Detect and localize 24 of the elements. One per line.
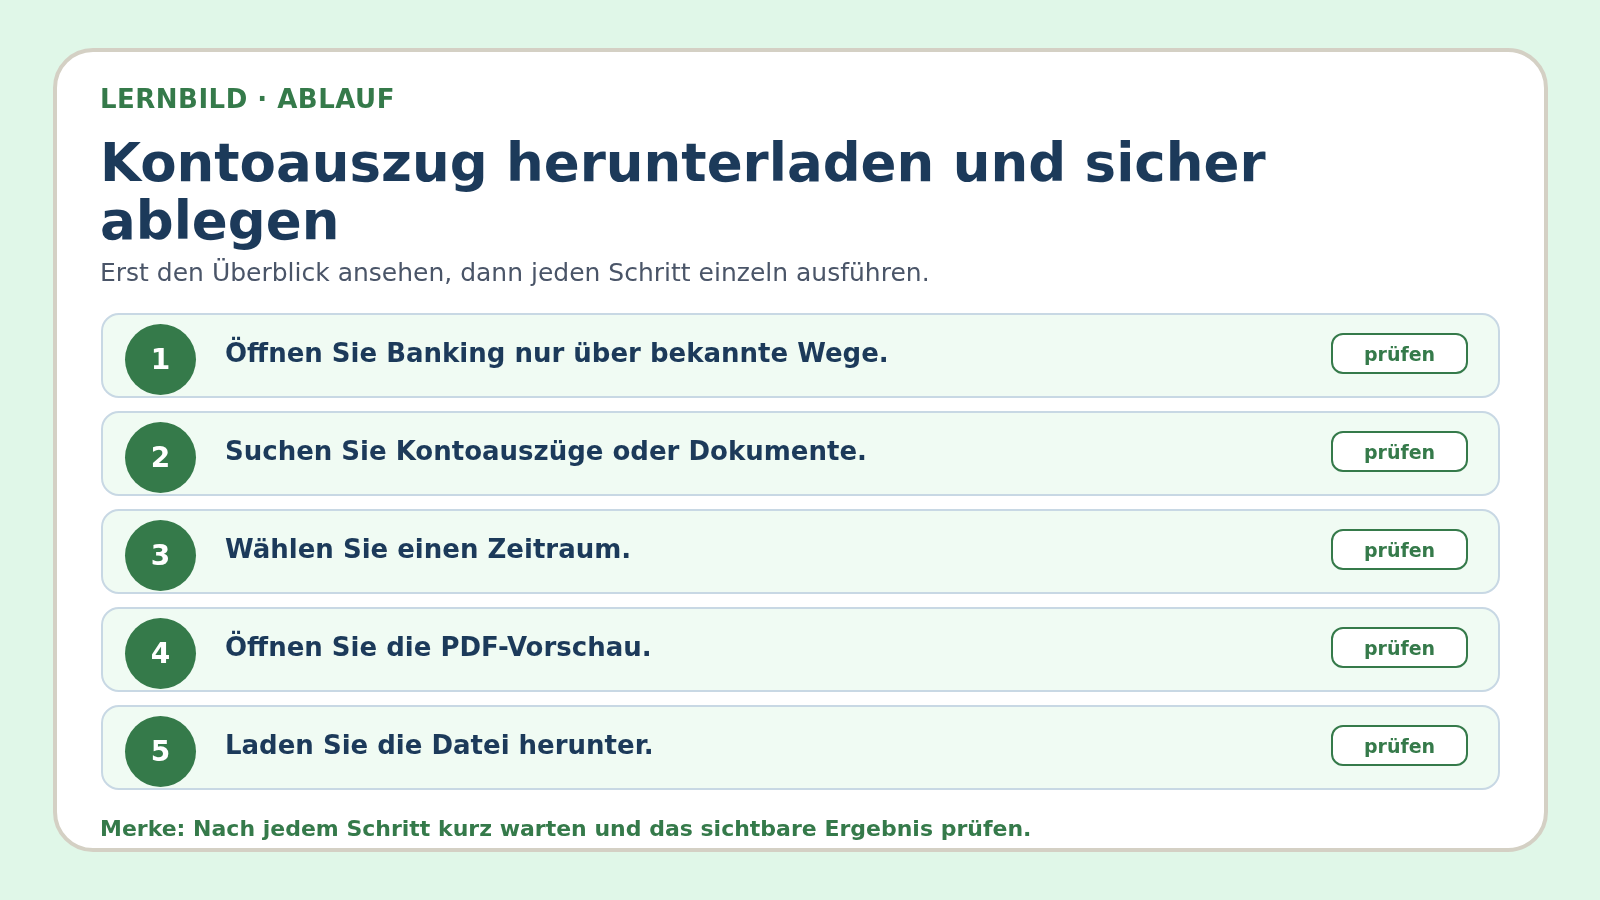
note-text: Merke: Nach jedem Schritt kurz warten und das sichtbare Ergebnis prüfen. [100, 815, 1032, 842]
step-text: Öffnen Sie die PDF-Vorschau. [225, 631, 652, 663]
check-button: prüfen [1331, 627, 1468, 668]
step-row [101, 607, 1500, 692]
step-number-circle: 4 [125, 618, 196, 689]
step-row [101, 313, 1500, 398]
check-button: prüfen [1331, 333, 1468, 374]
step-text: Wählen Sie einen Zeitraum. [225, 533, 632, 565]
check-button: prüfen [1331, 431, 1468, 472]
step-text: Laden Sie die Datei herunter. [225, 729, 654, 761]
kicker-label: LERNBILD · ABLAUF [100, 84, 395, 115]
subtitle: Erst den Überblick ansehen, dann jeden Schritt einzeln ausführen. [100, 258, 930, 288]
step-row [101, 705, 1500, 790]
step-number-circle: 5 [125, 716, 196, 787]
step-text: Öffnen Sie Banking nur über bekannte Wege. [225, 337, 889, 369]
check-button: prüfen [1331, 725, 1468, 766]
step-row [101, 411, 1500, 496]
step-row [101, 509, 1500, 594]
step-text: Suchen Sie Kontoauszüge oder Dokumente. [225, 435, 867, 467]
title: Kontoauszug herunterladen und sicher ablegen [100, 134, 1267, 250]
step-number-circle: 1 [125, 324, 196, 395]
step-number-circle: 3 [125, 520, 196, 591]
step-number-circle: 2 [125, 422, 196, 493]
check-button: prüfen [1331, 529, 1468, 570]
